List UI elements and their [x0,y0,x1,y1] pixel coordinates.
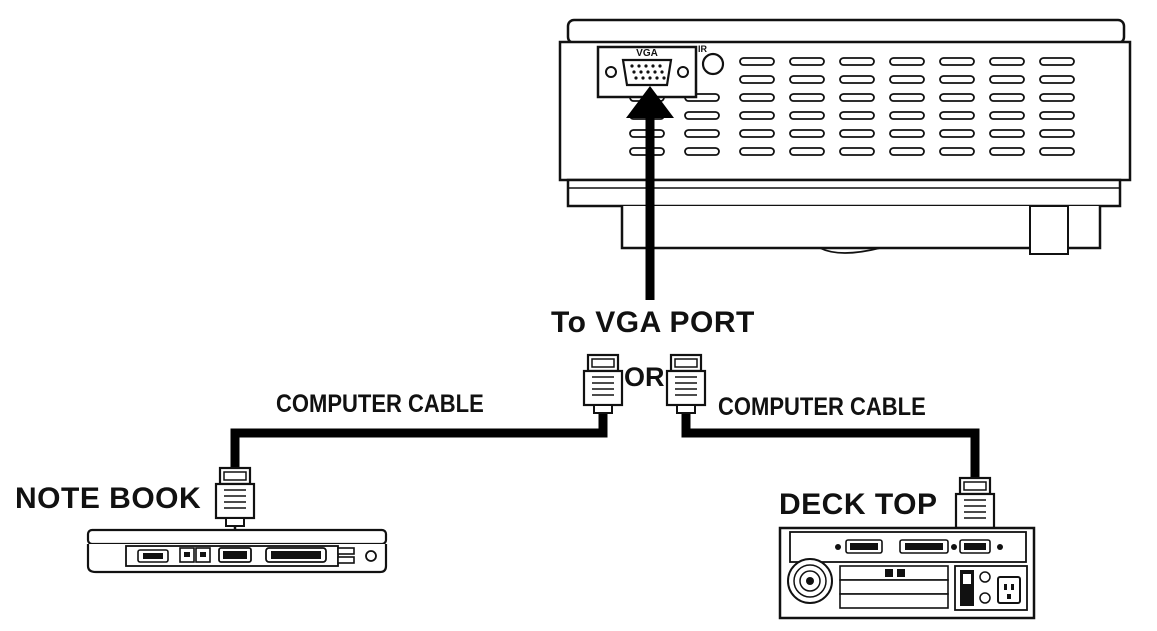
or-caption: OR [624,362,665,392]
projector: VGA IR [558,18,1132,255]
desktop-dvi-port [845,539,883,554]
ir-sensor [701,52,725,76]
desktop-fan [787,558,833,604]
desktop-vga-port [959,539,991,554]
projector-underside [620,206,1102,250]
notebook-parallel-port [265,547,327,563]
vga-port-label: VGA [636,48,658,59]
cable-caption-right: COMPUTER CABLE [718,393,926,421]
vga-plug-notebook [214,466,256,528]
notebook-network-ports [179,547,211,563]
projector-base-band [566,178,1122,208]
desktop-power-supply [954,565,1028,611]
notebook-power-jack [365,550,377,562]
ir-label: IR [698,44,708,54]
vga-plug-left [582,353,624,415]
projector-vga-port: VGA [596,45,698,99]
vga-plug-right [665,353,707,415]
vga-port-caption: To VGA PORT [551,306,755,339]
desktop-expansion-slots [839,565,949,609]
desktop-caption: DECK TOP [779,488,938,521]
desktop [778,526,1036,620]
projector-top-edge [566,18,1126,45]
notebook [86,528,388,574]
notebook-serial-port [137,549,169,563]
desktop-parallel-port [899,539,949,554]
notebook-caption: NOTE BOOK [15,482,202,515]
arrow-to-vga-port [626,86,674,300]
cable-caption-left: COMPUTER CABLE [276,390,484,418]
notebook-vga-port [218,547,252,563]
notebook-usb-ports [337,547,355,564]
